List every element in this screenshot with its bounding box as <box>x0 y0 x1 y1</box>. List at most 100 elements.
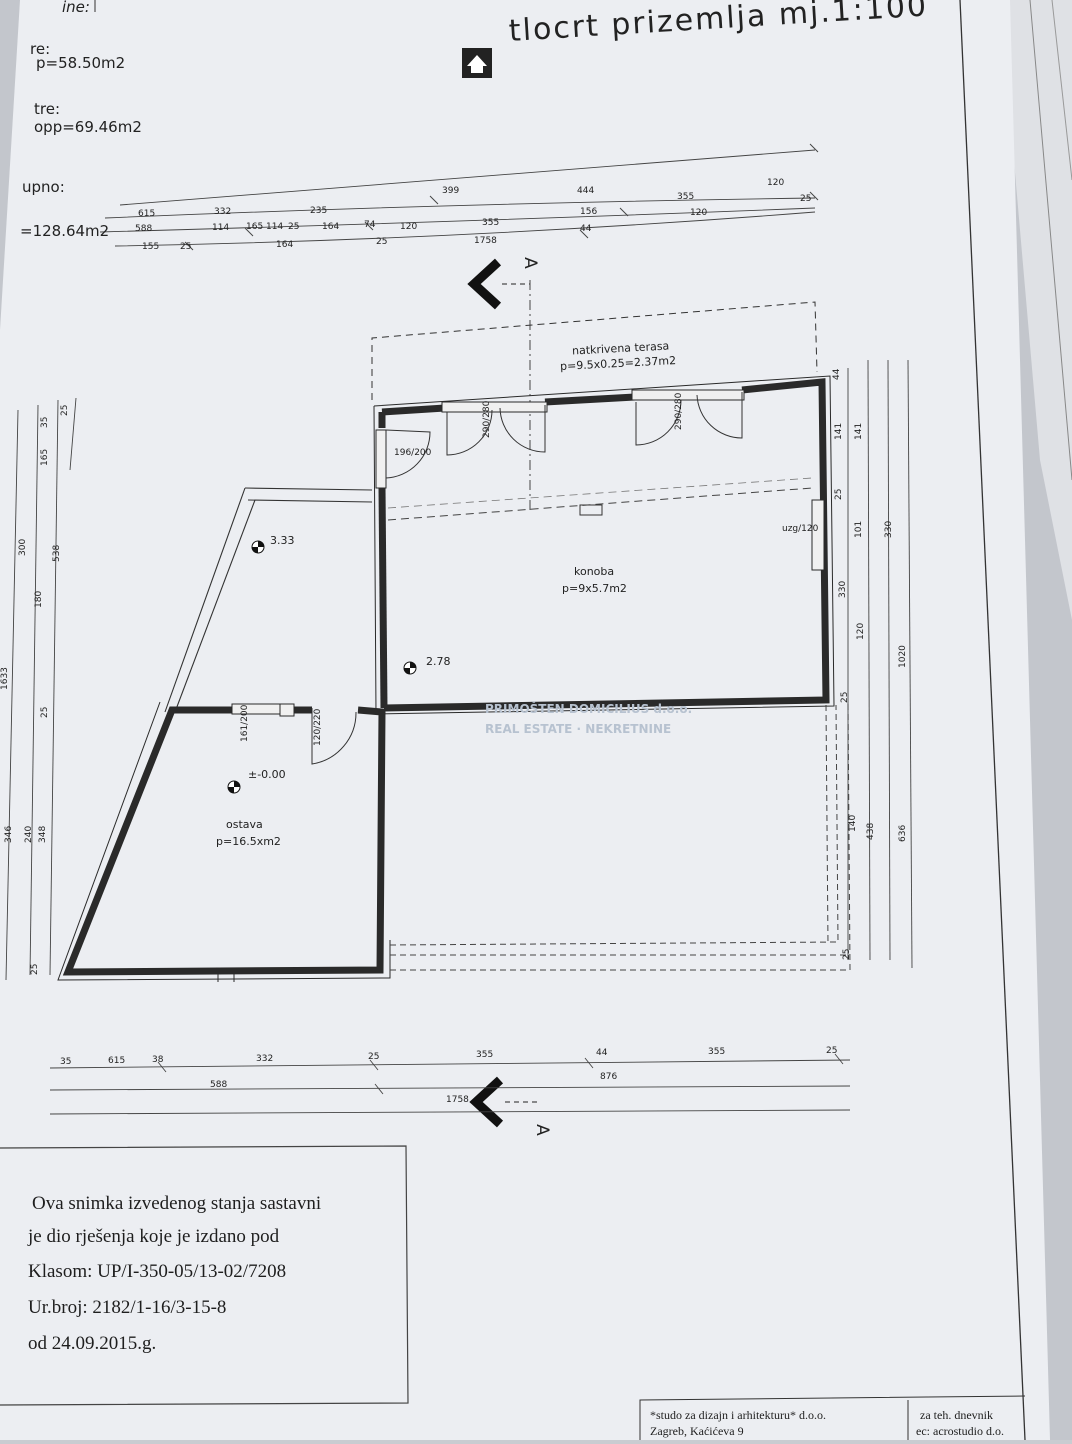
dim-bottom: 355 <box>476 1050 494 1060</box>
opening-label: uzg/120 <box>782 524 819 534</box>
area-label-1: re: <box>30 40 51 58</box>
opening-label: 290/280 <box>674 392 684 430</box>
dim-left: 25 <box>60 404 70 416</box>
dim-top: 155 <box>142 242 160 252</box>
opening-label: 161/200 <box>240 704 250 742</box>
area-label-2: tre: <box>34 100 61 118</box>
dim-bottom: 615 <box>108 1056 126 1066</box>
level-marker-icon <box>227 540 417 794</box>
dim-bottom: 355 <box>708 1047 726 1057</box>
dim-top: 156 <box>580 207 598 217</box>
dim-top: 74 <box>364 220 376 230</box>
dim-right: 120 <box>856 622 866 640</box>
stamp-line: Ova snimka izvedenog stanja sastavni <box>32 1193 322 1214</box>
dim-right: 141 <box>854 422 864 440</box>
dim-top: 332 <box>214 207 232 217</box>
footer-note: ec: acrostudio d.o. <box>916 1424 1004 1438</box>
studio-name: *studo za dizajn i arhitekturu* d.o.o. <box>650 1408 826 1422</box>
dim-left: 538 <box>52 544 62 562</box>
dim-top: 25 <box>376 237 388 247</box>
dim-top: 25 <box>800 194 812 204</box>
dim-left: 240 <box>24 825 34 843</box>
dim-bottom: 332 <box>256 1054 274 1064</box>
dim-top: 165 <box>246 222 264 232</box>
dim-top: 1758 <box>474 236 497 246</box>
dim-bottom: 44 <box>596 1048 608 1058</box>
area-value-3: =128.64m2 <box>20 222 110 240</box>
area-value-2: opp=69.46m2 <box>34 118 142 136</box>
stamp-line: od 24.09.2015.g. <box>28 1333 157 1354</box>
dim-top: 120 <box>400 222 418 232</box>
dim-top: 355 <box>482 218 500 228</box>
level-label: 3.33 <box>270 534 295 547</box>
dim-top: 164 <box>276 240 294 250</box>
paper <box>0 0 1050 1440</box>
dim-top: 114 <box>266 222 284 232</box>
dim-top: 235 <box>310 206 328 216</box>
dim-bottom: 1758 <box>446 1095 469 1105</box>
dim-right: 101 <box>854 520 864 538</box>
section-mark-top: A <box>519 257 540 269</box>
dim-bottom: 876 <box>600 1072 618 1082</box>
dim-right: 330 <box>838 580 848 598</box>
dim-right: 141 <box>834 422 844 440</box>
stamp-line: je dio rješenja koje je izdano pod <box>28 1226 280 1247</box>
dim-top: 399 <box>442 186 460 196</box>
watermark-line: PRIMOŠTEN DOMICILIUS d.o.o. <box>485 702 693 716</box>
dim-right: 25 <box>842 948 852 960</box>
approval-stamp-box <box>0 1145 409 1406</box>
dim-top: 588 <box>135 224 153 234</box>
level-label: 2.78 <box>426 655 451 668</box>
dim-left: 35 <box>40 416 50 428</box>
dim-right: 25 <box>840 691 850 703</box>
opening-label: 120/220 <box>313 708 323 746</box>
dim-bottom: 35 <box>60 1057 72 1067</box>
dim-top: 615 <box>138 209 156 219</box>
footer-note: za teh. dnevnik <box>920 1408 993 1422</box>
stamp-line: Klasom: UP/I-350-05/13-02/7208 <box>28 1261 287 1282</box>
dim-left: 346 <box>4 825 14 843</box>
room-area: p=9x5.7m2 <box>562 582 627 595</box>
dim-left: 180 <box>34 590 44 608</box>
dim-top: 120 <box>690 208 708 218</box>
dim-top: 444 <box>577 186 595 196</box>
area-header: ine: <box>62 0 90 16</box>
dim-right: 25 <box>834 488 844 500</box>
dim-top: 25 <box>288 222 300 232</box>
dim-top: 164 <box>322 222 340 232</box>
dim-top: 120 <box>767 178 785 188</box>
dim-right: 438 <box>866 822 876 840</box>
section-mark-bottom: A <box>531 1124 552 1136</box>
room-area: p=16.5xm2 <box>216 835 281 848</box>
area-label-3: upno: <box>22 178 65 196</box>
dim-left: 300 <box>18 538 28 556</box>
dim-top: 25 <box>180 242 192 252</box>
room-name: ostava <box>226 818 263 831</box>
dim-right: 1020 <box>898 645 908 668</box>
dim-top: 44 <box>580 224 592 234</box>
opening-label: 196/200 <box>394 448 432 458</box>
dim-left: 1633 <box>0 667 10 690</box>
dim-top: 355 <box>677 192 695 202</box>
stamp-line: Ur.broj: 2182/1-16/3-15-8 <box>28 1297 227 1318</box>
level-label: ±-0.00 <box>248 768 286 781</box>
dim-bottom: 588 <box>210 1080 228 1090</box>
dim-bottom: 25 <box>826 1046 838 1056</box>
dim-right: 330 <box>884 520 894 538</box>
dim-bottom: 38 <box>152 1055 164 1065</box>
dim-right: 140 <box>848 814 858 832</box>
opening-label: 290/280 <box>482 400 492 438</box>
watermark-line: REAL ESTATE · NEKRETNINE <box>485 722 672 736</box>
dim-left: 165 <box>40 448 50 466</box>
dim-left: 25 <box>40 706 50 718</box>
dim-right: 44 <box>832 368 842 380</box>
dim-top: 114 <box>212 223 230 233</box>
dim-left: 25 <box>30 963 40 975</box>
area-value-1: p=58.50m2 <box>36 54 126 72</box>
dim-left: 348 <box>38 825 48 843</box>
dim-bottom: 25 <box>368 1052 380 1062</box>
dim-right: 636 <box>898 824 908 842</box>
room-name: konoba <box>574 565 615 578</box>
